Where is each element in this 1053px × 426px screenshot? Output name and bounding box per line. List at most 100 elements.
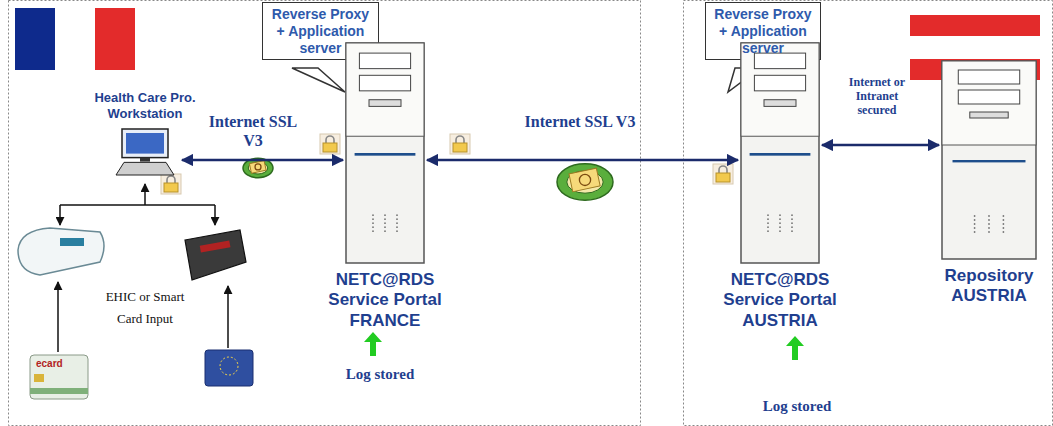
padlock-icon	[161, 174, 181, 194]
internet-icon	[557, 164, 613, 200]
server-icon	[941, 60, 1037, 260]
server-icon	[345, 42, 425, 264]
vent-dot	[384, 222, 386, 224]
at-mark	[579, 174, 590, 185]
vent-dot	[1003, 223, 1005, 225]
vent-dot	[779, 230, 781, 232]
vent-dot	[974, 231, 976, 233]
vent-dot	[1003, 215, 1005, 217]
connector-label: Internet or Intranet secured	[840, 76, 914, 117]
flag-stripe	[910, 15, 1040, 36]
vent-dot	[1003, 219, 1005, 221]
drive-bay	[958, 90, 1019, 104]
wire	[57, 282, 59, 352]
reader-slot	[200, 240, 231, 252]
lock-frame	[161, 174, 181, 194]
vent-dot	[767, 222, 769, 224]
ecard	[30, 355, 88, 399]
drive-slot	[369, 100, 401, 107]
vent-dot	[396, 226, 398, 228]
envelope	[249, 161, 266, 174]
drive-bay	[359, 75, 410, 91]
drive-bay	[754, 53, 805, 69]
callout-box: Reverse Proxy + Application server	[705, 2, 821, 60]
wire	[60, 204, 215, 206]
connector-arrow	[822, 144, 939, 147]
vent-dot	[396, 218, 398, 220]
text-group: Health Care Pro. Workstation	[75, 90, 215, 123]
vent-dot	[396, 222, 398, 224]
server-top	[741, 43, 819, 136]
drive-bay	[754, 75, 805, 91]
vent-dot	[791, 230, 793, 232]
vent-dot	[791, 218, 793, 220]
lock-body	[323, 143, 337, 152]
vent-dot	[779, 214, 781, 216]
vent-dot	[974, 219, 976, 221]
card-stars	[220, 357, 238, 375]
drive-slot	[764, 100, 796, 107]
lock-body	[164, 183, 178, 192]
vent-dot	[988, 223, 990, 225]
callout-box: Reverse Proxy + Application server	[262, 2, 379, 60]
drive-bay	[958, 70, 1019, 84]
flag-stripe	[15, 8, 55, 70]
flag-stripe	[55, 8, 95, 70]
country-panel	[9, 1, 641, 426]
text-group: NETC@RDS Service Portal FRANCE	[300, 270, 470, 331]
log-arrow	[364, 332, 382, 356]
vent-dot	[779, 226, 781, 228]
at-mark	[255, 164, 261, 170]
text-group: Repository AUSTRIA	[930, 266, 1048, 307]
node-label: NETC@RDS Service Portal FRANCE	[310, 270, 460, 331]
lock-frame	[713, 164, 733, 184]
padlock-icon	[450, 134, 470, 154]
connector-arrow	[427, 159, 738, 162]
padlock-icon	[713, 164, 733, 184]
text-group: Reverse Proxy + Application server	[267, 6, 374, 56]
vent-dot	[372, 218, 374, 220]
wire	[214, 205, 216, 225]
computer-icon	[110, 127, 180, 179]
wire	[227, 286, 229, 348]
drive-bay	[359, 53, 410, 69]
node-label: Repository AUSTRIA	[930, 266, 1048, 307]
vent-dot	[372, 230, 374, 232]
vent-dot	[767, 230, 769, 232]
server-case	[942, 61, 1036, 259]
callout-text: Reverse Proxy + Application server	[710, 6, 816, 56]
lock-frame	[450, 134, 470, 154]
callout-tail	[292, 68, 345, 92]
vent-dot	[384, 230, 386, 232]
log-label: Log stored	[325, 366, 435, 383]
node-label: Health Care Pro. Workstation	[75, 90, 215, 123]
ehic-card	[205, 350, 253, 386]
vent-dot	[767, 214, 769, 216]
vent-dot	[974, 215, 976, 217]
padlock-icon	[320, 134, 340, 154]
vent-dot	[779, 218, 781, 220]
lock-body	[716, 173, 730, 182]
country-panel	[684, 1, 1053, 426]
card-body	[205, 350, 253, 386]
server-node: NETC@RDS Service Portal AUSTRIA	[700, 42, 860, 331]
vent-dot	[384, 214, 386, 216]
card-reader	[185, 230, 246, 280]
callout-text: Reverse Proxy + Application server	[267, 6, 374, 56]
server-node: NETC@RDS Service Portal FRANCE	[300, 42, 470, 331]
card-logo: ecard	[36, 358, 84, 369]
vent-dot	[988, 215, 990, 217]
reader-body	[18, 228, 104, 275]
input-label: EHIC or Smart Card Input	[104, 286, 186, 330]
workstation-node: Health Care Pro. Workstation	[75, 90, 215, 185]
monitor	[122, 129, 168, 158]
connector-arrow	[182, 159, 343, 162]
vent-dot	[988, 227, 990, 229]
vent-dot	[372, 222, 374, 224]
text-group: NETC@RDS Service Portal AUSTRIA	[700, 270, 860, 331]
log-label: Log stored	[742, 398, 852, 415]
